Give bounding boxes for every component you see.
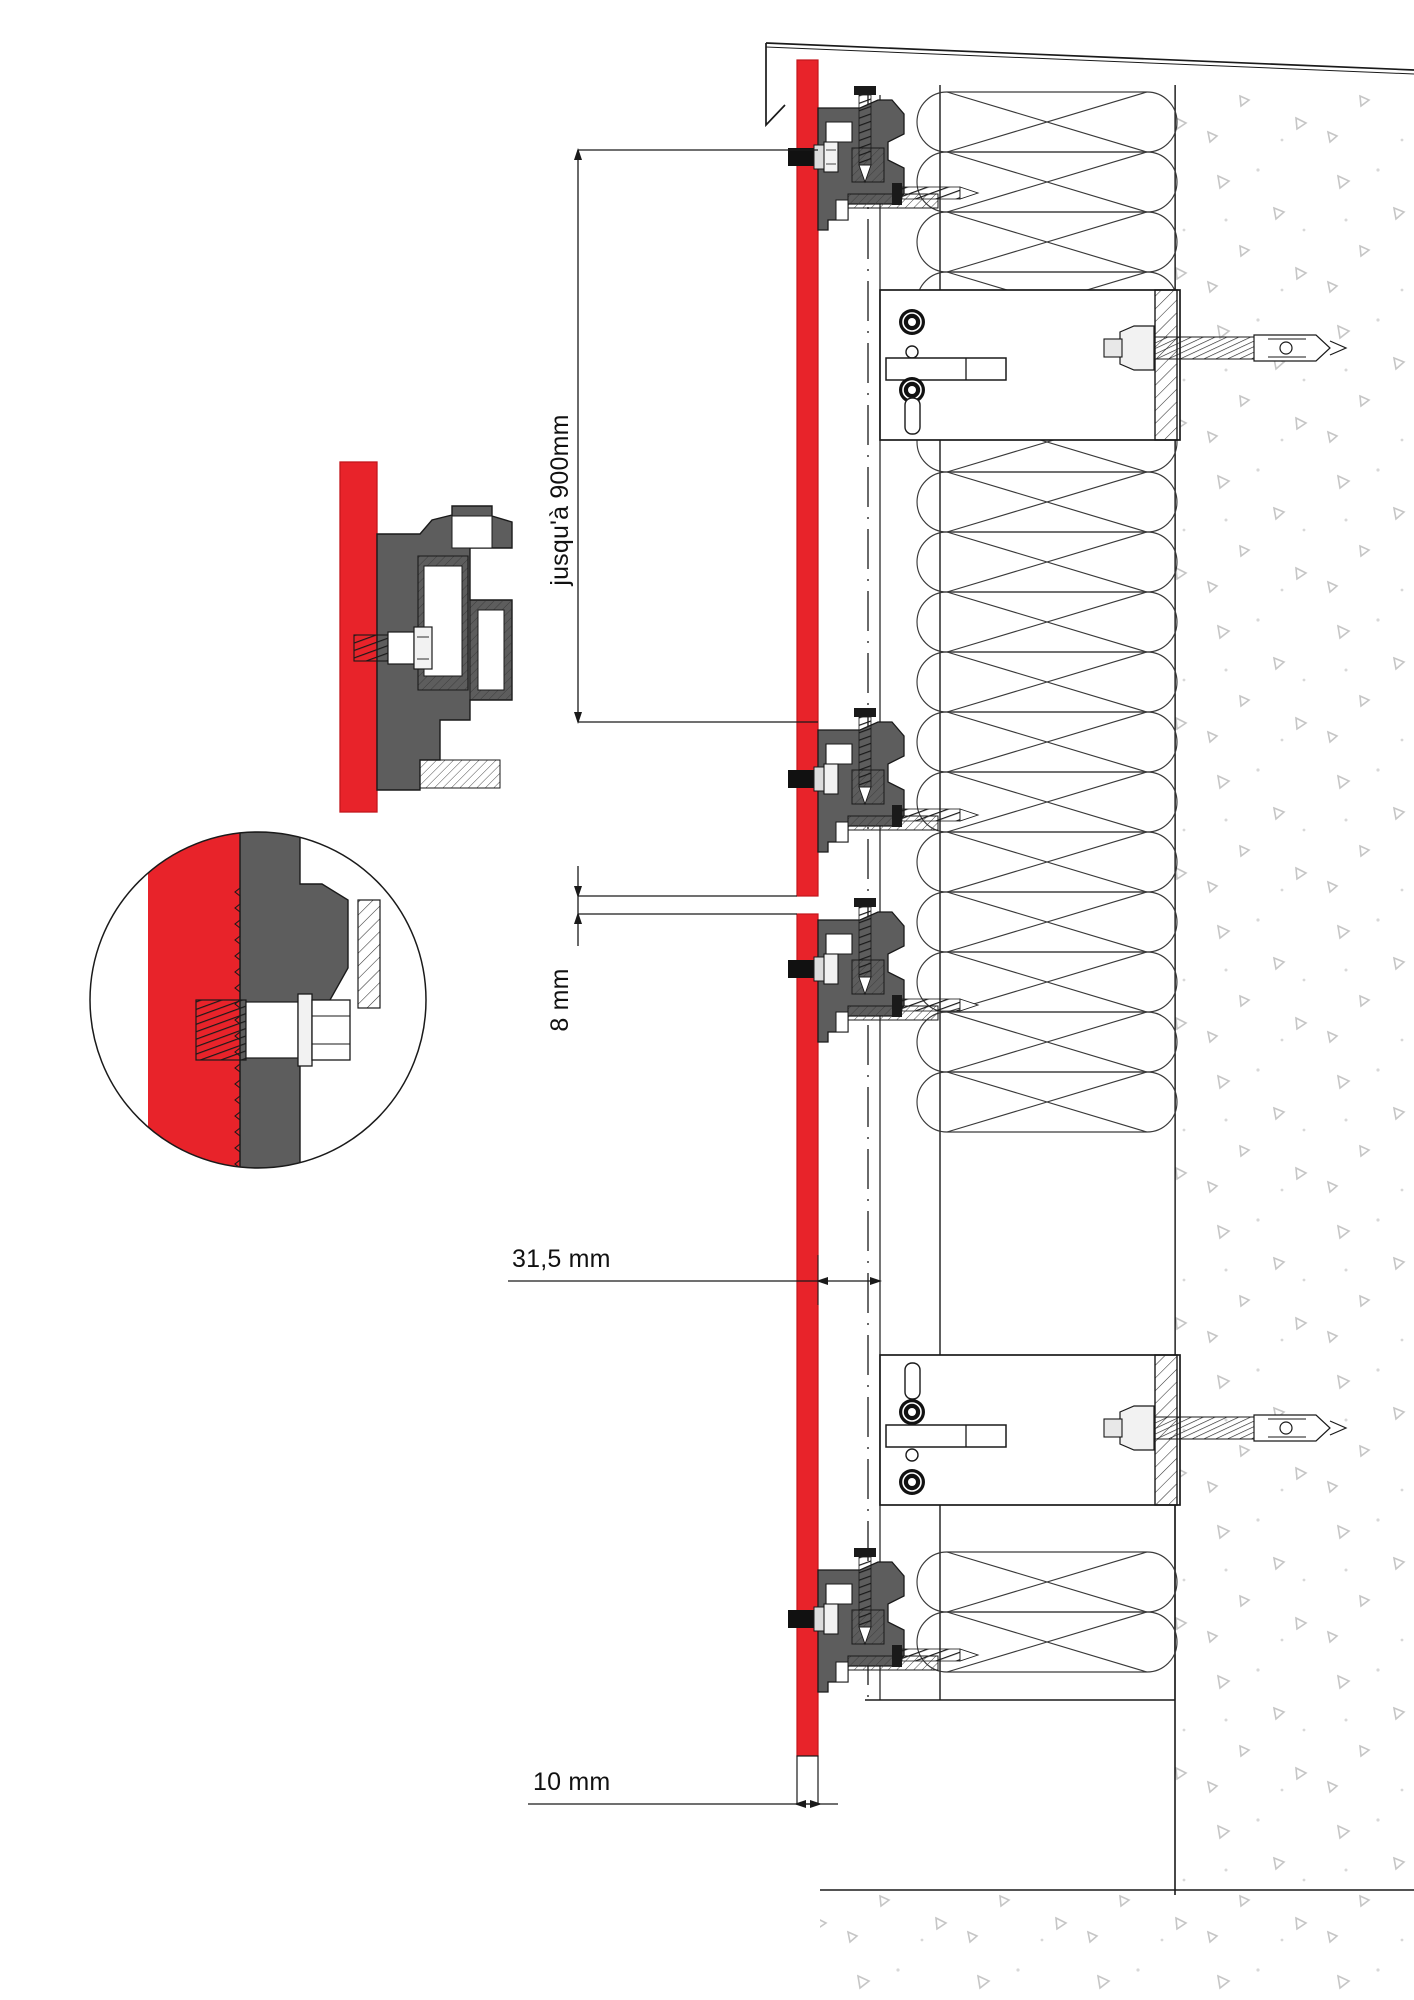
dimension-label-spacing: jusqu'à 900mm: [546, 414, 574, 586]
dimension-panel-thickness: [528, 1800, 838, 1808]
wall-expansion-anchor: [1103, 1405, 1348, 1451]
bracket-screw-head: [899, 1399, 925, 1425]
dimension-joint-8mm: [574, 866, 797, 946]
bracket-adjust-slot: [885, 357, 1007, 381]
self-drilling-screw-horizontal: [892, 1645, 980, 1667]
rivet-nut-fastener: [788, 141, 839, 173]
coping-flashing: [765, 42, 1414, 128]
anchor-expansion-sleeve: [1253, 1414, 1348, 1442]
bracket-screw-head: [899, 1469, 925, 1495]
dimension-annotations: [508, 148, 882, 1808]
self-drilling-screw-vertical: [854, 86, 876, 184]
self-drilling-screw-vertical: [854, 1548, 876, 1646]
rivet-nut-fastener: [788, 953, 839, 985]
concrete-wall: [820, 85, 1414, 2000]
wool-zigzag-pattern: [916, 91, 1178, 1673]
rail-profile-middle-lower: [788, 898, 980, 1043]
bracket-screw-head: [899, 309, 925, 335]
rivet-nut-fastener: [788, 763, 839, 795]
vertical-rail-reference: [867, 95, 881, 1700]
circle-detail-profile-gray: [239, 832, 349, 1168]
dimension-spacing-vertical: [574, 148, 818, 724]
dimension-label-profile-depth: 31,5 mm: [512, 1245, 611, 1273]
anchor-expansion-sleeve: [1253, 334, 1348, 362]
dimension-label-joint: 8 mm: [546, 968, 574, 1031]
dimension-label-panel-thickness: 10 mm: [533, 1768, 610, 1796]
self-drilling-screw-horizontal: [892, 995, 980, 1017]
self-drilling-screw-vertical: [854, 708, 876, 806]
rail-profile-bottom: [788, 1548, 980, 1693]
detail-circle-outline: [89, 831, 427, 1169]
rivet-nut-fastener: [788, 1603, 839, 1635]
rail-profile-top: [788, 86, 980, 231]
detail-profile-body: [376, 505, 513, 791]
bracket-adjust-slot: [885, 1424, 1007, 1448]
wall-bracket-lower: [879, 1354, 1348, 1506]
wall-expansion-anchor: [1103, 325, 1348, 371]
main-section-view: [765, 42, 1414, 2000]
profile-detail-view: [339, 461, 513, 813]
self-drilling-screw-vertical: [854, 898, 876, 996]
self-drilling-screw-horizontal: [892, 805, 980, 827]
wall-bracket-upper: [879, 289, 1348, 441]
detail-rivet-nut: [353, 626, 433, 670]
cladding-panel-red: [796, 59, 819, 1805]
dimension-profile-depth: [508, 1255, 882, 1305]
rail-profile-middle-upper: [788, 708, 980, 853]
circle-detail-view: [89, 831, 427, 1169]
self-drilling-screw-horizontal: [892, 183, 980, 205]
circle-detail-rivet-nut: [195, 993, 351, 1067]
